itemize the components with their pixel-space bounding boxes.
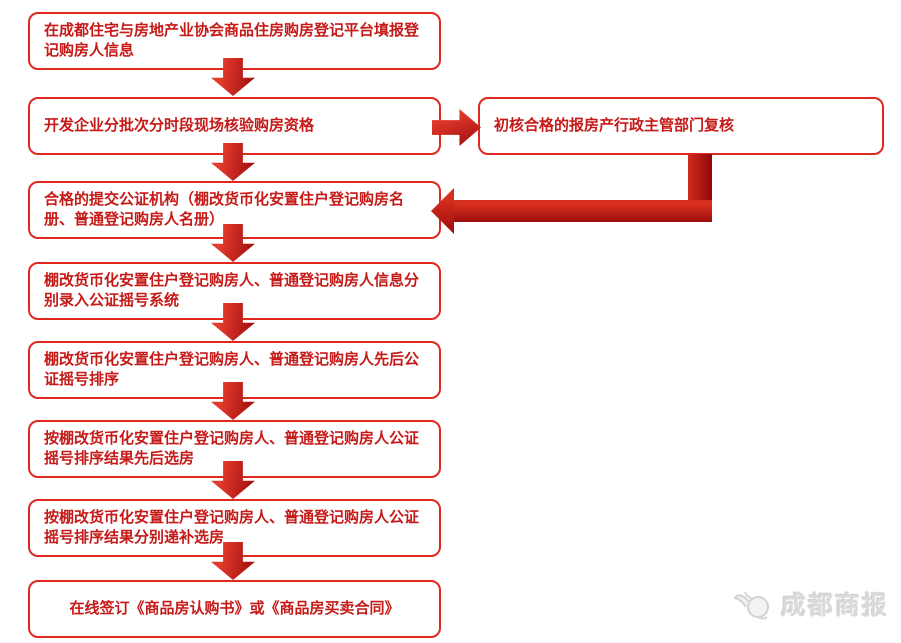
flow-step-8-label: 在线签订《商品房认购书》或《商品房买卖合同》 — [69, 600, 400, 617]
flow-step-3: 合格的提交公证机构（棚改货币化安置住户登记购房名册、普通登记购房人名册） — [28, 181, 441, 239]
elbow-connector-horizontal — [452, 200, 712, 222]
dove-logo-icon — [733, 591, 769, 620]
flow-step-1-label: 在成都住宅与房地产业协会商品住房购房登记平台填报登记购房人信息 — [44, 22, 420, 59]
flow-step-3-label: 合格的提交公证机构（棚改货币化安置住户登记购房名册、普通登记购房人名册） — [44, 191, 405, 228]
flow-step-7-label: 按棚改货币化安置住户登记购房人、普通登记购房人公证摇号排序结果分别递补选房 — [44, 509, 420, 546]
flow-step-8: 在线签订《商品房认购书》或《商品房买卖合同》 — [28, 580, 441, 638]
watermark: 成都商报 — [733, 586, 889, 622]
flow-step-6-label: 按棚改货币化安置住户登记购房人、普通登记购房人公证摇号排序结果先后选房 — [44, 430, 420, 467]
flow-step-4-label: 棚改货币化安置住户登记购房人、普通登记购房人信息分别录入公证摇号系统 — [44, 272, 420, 309]
flow-side-step-label: 初核合格的报房产行政主管部门复核 — [494, 117, 735, 134]
flow-step-5-label: 棚改货币化安置住户登记购房人、普通登记购房人先后公证摇号排序 — [44, 351, 420, 388]
watermark-label: 成都商报 — [781, 592, 890, 620]
flow-step-2-label: 开发企业分批次分时段现场核验购房资格 — [44, 117, 315, 134]
flow-side-step: 初核合格的报房产行政主管部门复核 — [478, 97, 884, 155]
